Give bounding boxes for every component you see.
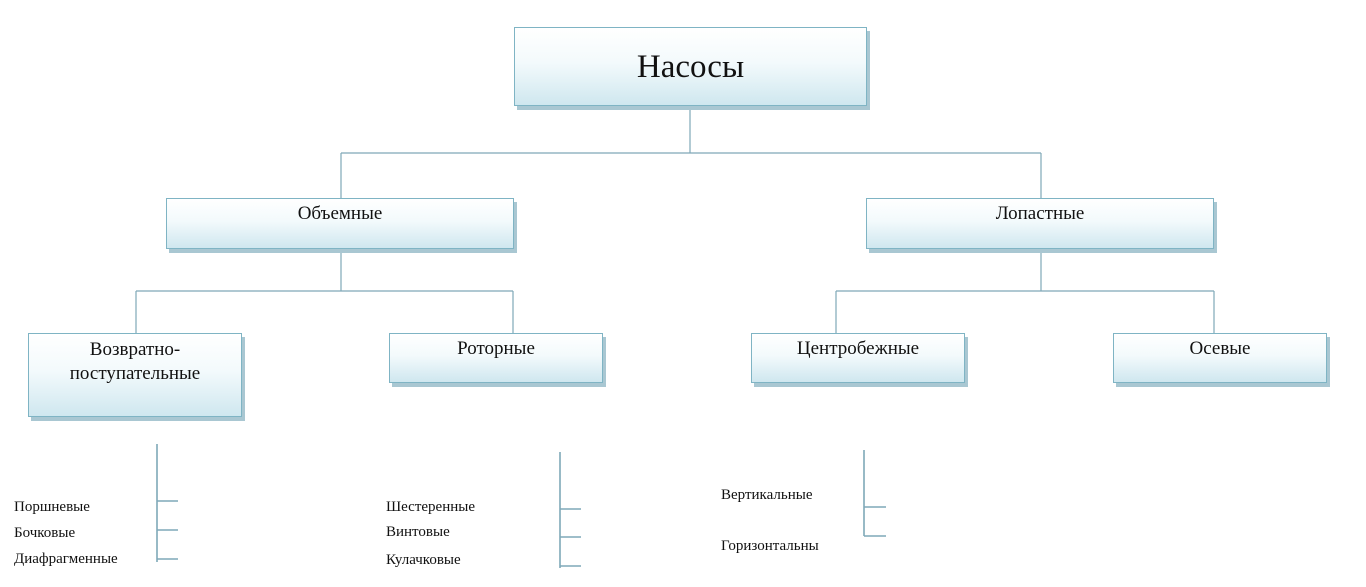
box-reciprocating-label-line2: поступательные: [69, 363, 201, 384]
box-volumetric-label: Объемные: [297, 203, 383, 224]
box-vane: Лопастные: [866, 198, 1214, 249]
leaf-vertical: Вертикальные: [721, 487, 813, 503]
box-centrifugal-label: Центробежные: [796, 338, 920, 359]
box-rotary-label: Роторные: [457, 338, 535, 359]
box-vane-label: Лопастные: [995, 203, 1085, 224]
leaf-gear: Шестеренные: [386, 499, 475, 515]
root-box-pumps: Насосы: [514, 27, 867, 106]
leaf-cam: Кулачковые: [386, 552, 461, 568]
leaf-barrel: Бочковые: [14, 525, 76, 541]
box-centrifugal: Центробежные: [751, 333, 965, 383]
box-reciprocating-label-line1: Возвратно-: [89, 339, 181, 360]
root-label: Насосы: [636, 49, 745, 85]
box-axial: Осевые: [1113, 333, 1327, 383]
leaf-horizontal: Горизонтальны: [721, 538, 819, 554]
leaf-diaphragm: Диафрагменные: [14, 551, 118, 567]
box-reciprocating: Возвратно- поступательные: [28, 333, 242, 417]
box-axial-label: Осевые: [1189, 338, 1251, 359]
leaf-piston: Поршневые: [14, 499, 90, 515]
box-rotary: Роторные: [389, 333, 603, 383]
leaf-screw: Винтовые: [386, 524, 450, 540]
box-volumetric: Объемные: [166, 198, 514, 249]
